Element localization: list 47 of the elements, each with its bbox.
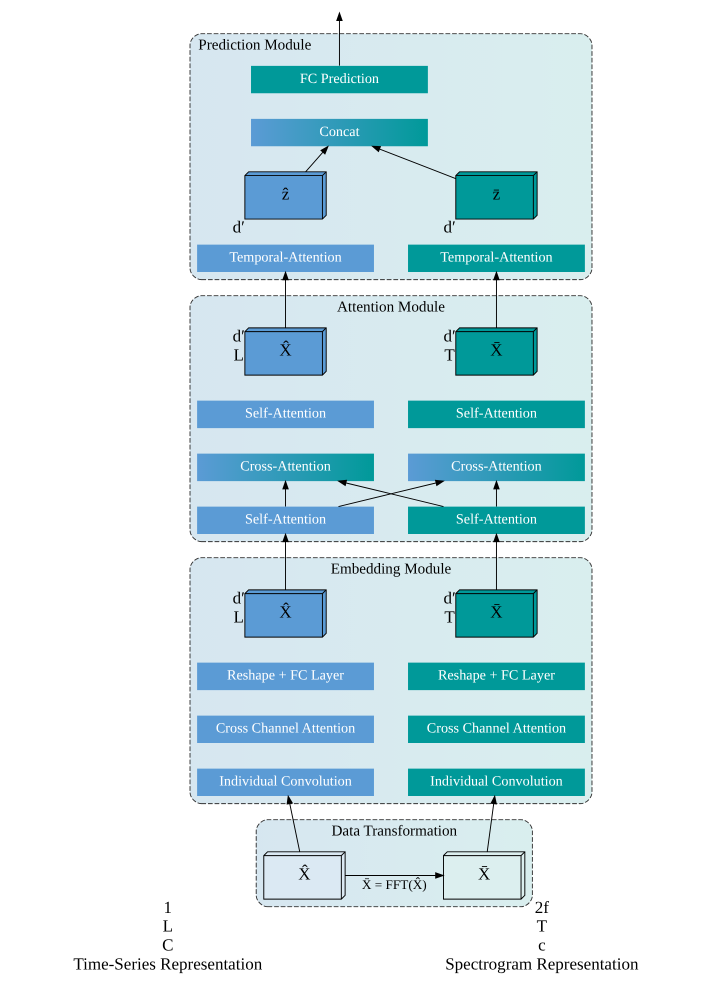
node-label: T <box>536 916 547 936</box>
node-label: L <box>233 607 244 626</box>
arrow <box>304 145 328 172</box>
node-box: Individual Convolution <box>408 768 584 796</box>
node-box: Cross-Attention <box>408 454 584 482</box>
node-label: C <box>162 936 173 955</box>
node-label: T <box>444 345 454 364</box>
node-box: Cross Channel Attention <box>196 716 374 744</box>
arrow <box>370 146 456 180</box>
node-label: T <box>444 607 454 626</box>
node-box: Reshape + FC Layer <box>196 662 374 690</box>
node-box: Cross Channel Attention <box>408 716 584 744</box>
node-label: 1 <box>163 898 172 917</box>
arrow <box>282 532 288 590</box>
node-box: Individual Convolution <box>196 768 374 796</box>
arrow <box>286 794 300 852</box>
node-box: Cross-Attention <box>196 454 374 482</box>
node-box: Self-Attention <box>196 400 374 428</box>
arrow <box>336 12 342 66</box>
node-label: 2f <box>534 898 548 917</box>
node-box: Self-Attention <box>408 506 584 534</box>
node-label: d′ <box>443 588 456 608</box>
arrow <box>282 270 288 328</box>
arrow <box>344 872 444 879</box>
node-label: Spectrogram Representation <box>444 954 638 974</box>
edge-label: X̄ = FFT(X̂) <box>361 876 426 892</box>
node-label: d′ <box>443 326 456 346</box>
node-box: Reshape + FC Layer <box>408 662 584 690</box>
node-box: FC Prediction <box>250 66 428 94</box>
node-box: Temporal-Attention <box>408 244 584 272</box>
node-box: Self-Attention <box>196 506 374 534</box>
arrow <box>486 794 496 852</box>
node-box: Concat <box>250 118 428 146</box>
node-label: L <box>233 345 244 364</box>
node-label: d′ <box>232 326 244 346</box>
node-label: d′ <box>232 218 244 237</box>
node-box: Self-Attention <box>408 400 584 428</box>
node-label: d′ <box>443 218 456 237</box>
arrow <box>492 270 500 328</box>
node-label: c <box>538 936 546 955</box>
arrow <box>492 480 500 507</box>
node-box: Temporal-Attention <box>196 244 374 272</box>
node-label: L <box>162 916 172 936</box>
arrow <box>492 532 500 590</box>
arrow <box>282 480 288 507</box>
node-label: d′ <box>232 588 244 608</box>
node-label: Time-Series Representation <box>72 954 262 974</box>
